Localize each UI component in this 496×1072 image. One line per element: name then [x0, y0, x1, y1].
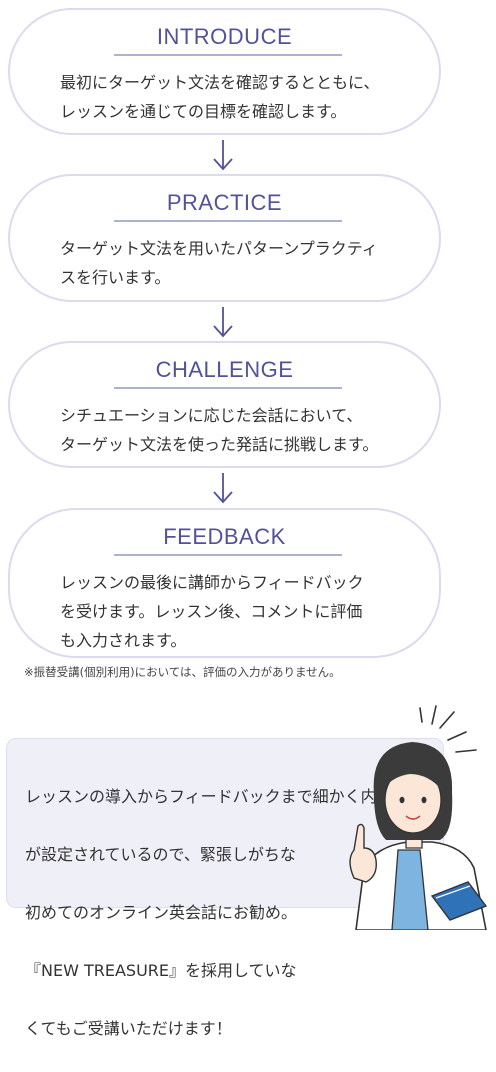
callout-line: くてもご受講いただけます！ [25, 1019, 232, 1038]
exclamation-lines-icon [419, 705, 477, 753]
step-description: 最初にターゲット文法を確認するとともに、 レッスンを通じての目標を確認します。 [60, 73, 380, 121]
step-introduce: INTRODUCE 最初にターゲット文法を確認するとともに、 レッスンを通じての… [8, 8, 441, 135]
callout-line: レッスンの導入からフィードバックまで細かく内容 [25, 787, 393, 806]
step-title: FEEDBACK [163, 524, 286, 549]
callout-line: が設定されているので、緊張しがちな [25, 845, 296, 864]
step-title: INTRODUCE [156, 24, 293, 49]
callout-line: 『NEW TREASURE』を採用していな [25, 961, 297, 980]
step-description: レッスンの最後に講師からフィードバック を受けます。レッスン後、コメントに評価 … [60, 573, 364, 650]
step-description: シチュエーションに応じた会話において、 ターゲット文法を使った発話に挑戦します。 [60, 406, 379, 454]
step-challenge: CHALLENGE シチュエーションに応じた会話において、 ターゲット文法を使っ… [8, 341, 441, 468]
title-underline [114, 387, 342, 389]
step-title: PRACTICE [166, 190, 283, 215]
footnote: ※振替受講(個別利用)においては、評価の入力がありません。 [24, 665, 341, 679]
step-description: ターゲット文法を用いたパターンプラクティ スを行います。 [60, 239, 378, 287]
arrow-down-icon [213, 473, 233, 504]
step-feedback: FEEDBACK レッスンの最後に講師からフィードバック を受けます。レッスン後… [8, 508, 441, 658]
title-underline [114, 554, 342, 556]
teacher-illustration [349, 705, 488, 930]
title-underline [114, 54, 342, 56]
step-title: CHALLENGE [155, 357, 294, 382]
step-practice: PRACTICE ターゲット文法を用いたパターンプラクティ スを行います。 [8, 174, 441, 302]
arrow-down-icon [213, 307, 233, 338]
callout-line: 初めてのオンライン英会話にお勧め。 [25, 903, 298, 922]
title-underline [114, 220, 342, 222]
arrow-down-icon [213, 140, 233, 171]
